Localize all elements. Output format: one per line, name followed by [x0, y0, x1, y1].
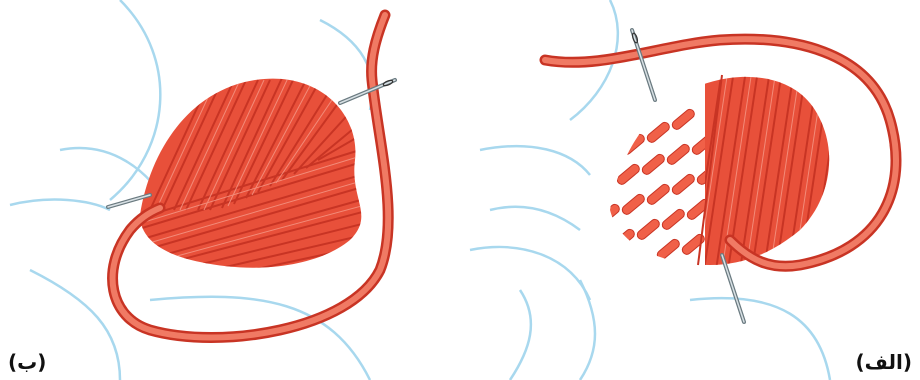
- caption-b: (ب): [8, 350, 46, 374]
- needle-icon: [632, 30, 655, 100]
- satin-stitch-complete-drawing: [0, 0, 460, 380]
- satin-stitch-in-progress-drawing: [460, 0, 920, 380]
- illustration-b: (ب): [0, 0, 460, 380]
- needle-icon: [722, 255, 744, 322]
- caption-alef: (الف): [856, 350, 912, 374]
- illustration-alef: (الف): [460, 0, 920, 380]
